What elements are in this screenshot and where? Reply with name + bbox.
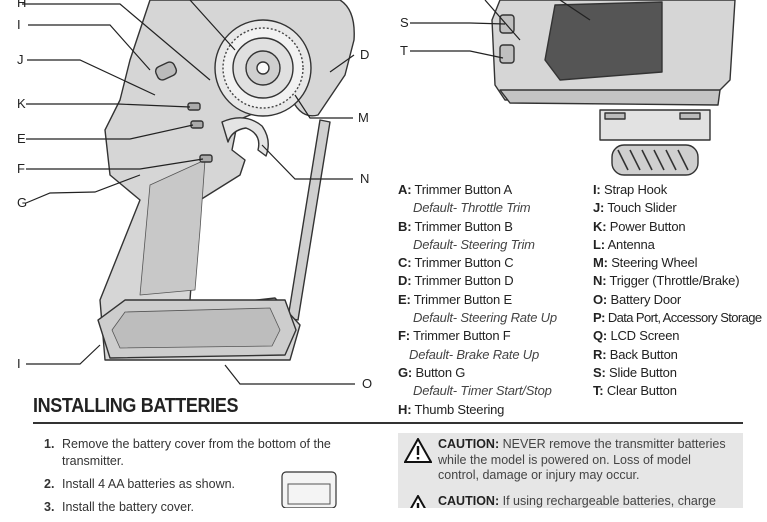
step-2: 2.Install 4 AA batteries as shown.	[44, 477, 236, 491]
legend-item-h: H: Thumb Steering	[398, 401, 505, 417]
legend-item-l: L: Antenna	[593, 236, 655, 252]
callout-i-bottom: I	[17, 356, 21, 371]
callout-i-top: I	[17, 17, 21, 32]
callout-j: J	[17, 52, 24, 67]
legend-default-b: Default- Steering Trim	[413, 236, 535, 252]
legend-item-p: P: Data Port, Accessory Storage	[593, 310, 762, 326]
legend-item-f: F: Trimmer Button F	[398, 328, 511, 344]
legend-left: A: Trimmer Button A Default- Throttle Tr…	[398, 181, 557, 419]
legend-default-g: Default- Timer Start/Stop	[413, 383, 552, 399]
battery-pack-illustration	[281, 471, 337, 508]
callout-f: F	[17, 161, 25, 176]
legend-item-g: G: Button G	[398, 364, 466, 380]
callout-e: E	[17, 131, 26, 146]
callout-g: G	[17, 195, 28, 210]
callout-n: N	[360, 171, 370, 186]
section-divider	[33, 422, 743, 424]
lcd-screen	[544, 1, 663, 81]
caution-1: CAUTION: NEVER remove the transmitter ba…	[398, 433, 743, 488]
steering-wheel	[214, 19, 312, 117]
transmitter-front-illustration	[410, 0, 736, 176]
legend-item-m: M: Steering Wheel	[593, 255, 698, 271]
legend-item-q: Q: LCD Screen	[593, 328, 680, 344]
callout-h: H	[17, 0, 27, 10]
legend-item-d: D: Trimmer Button D	[398, 273, 514, 289]
legend-item-s: S: Slide Button	[593, 364, 677, 380]
legend-item-r: R: Back Button	[593, 346, 678, 362]
section-heading: INSTALLING BATTERIES	[33, 395, 239, 417]
callout-d: D	[360, 47, 370, 62]
step-1: 1.Remove the battery cover from the bott…	[44, 437, 331, 468]
legend-default-f: Default- Brake Rate Up	[409, 346, 539, 362]
legend-item-t: T: Clear Button	[593, 383, 677, 399]
legend-default-e: Default- Steering Rate Up	[413, 310, 557, 326]
legend-item-n: N: Trigger (Throttle/Brake)	[593, 273, 740, 289]
legend-item-b: B: Trimmer Button B	[398, 218, 513, 234]
warning-icon	[404, 438, 432, 463]
legend-right: I: Strap Hook J: Touch Slider K: Power B…	[593, 181, 762, 401]
legend-item-i: I: Strap Hook	[593, 182, 668, 197]
trigger	[221, 117, 269, 157]
callout-o: O	[362, 376, 373, 391]
antenna	[287, 119, 331, 321]
legend-item-o: O: Battery Door	[593, 291, 682, 307]
legend-item-e: E: Trimmer Button E	[398, 291, 512, 307]
legend-item-j: J: Touch Slider	[593, 200, 677, 216]
callout-s: S	[400, 15, 409, 30]
callout-m: M	[358, 110, 369, 125]
legend-default-a: Default- Throttle Trim	[413, 200, 531, 216]
legend-item-a: A: Trimmer Button A	[398, 182, 512, 197]
callout-t: T	[400, 43, 408, 58]
legend-item-k: K: Power Button	[593, 218, 686, 234]
legend-item-c: C: Trimmer Button C	[398, 255, 514, 271]
caution-box: CAUTION: NEVER remove the transmitter ba…	[398, 433, 743, 508]
warning-icon	[409, 494, 427, 508]
caution-2: CAUTION: If using rechargeable batteries…	[398, 490, 743, 508]
front-wheel	[611, 144, 699, 176]
callout-k: K	[17, 96, 26, 111]
power-button	[154, 61, 178, 81]
transmitter-illustration	[22, 0, 355, 385]
